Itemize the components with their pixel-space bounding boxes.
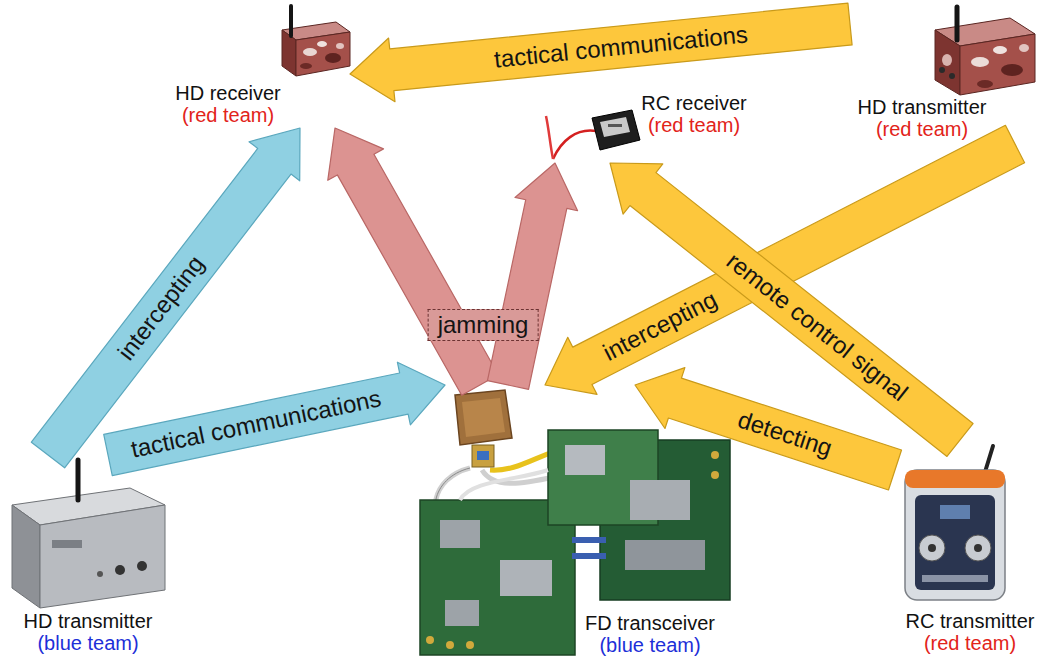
stick-top	[974, 544, 982, 552]
device-label: RC transmitter	[906, 610, 1035, 632]
chip	[445, 600, 479, 626]
connector-port	[939, 67, 945, 73]
controller-badge	[940, 505, 970, 519]
camo-spot	[1001, 64, 1023, 76]
radio-front	[296, 32, 350, 76]
camo-spot	[971, 57, 989, 67]
arrow-label: detecting	[734, 406, 835, 463]
camo-spot	[303, 48, 317, 56]
signal-arrow	[104, 362, 445, 475]
hd-radio-picture	[12, 460, 165, 608]
device-node: HD receiver(red team)	[172, 4, 350, 128]
sma-connector	[446, 641, 454, 649]
radio-side	[12, 505, 40, 608]
sticker-mark	[608, 124, 622, 127]
camo-spot	[300, 63, 312, 69]
camo-spot	[1019, 44, 1029, 52]
controller-face	[915, 495, 995, 590]
coax-cable	[460, 470, 548, 500]
team-label: (blue team)	[37, 632, 138, 654]
camo-spot	[317, 41, 327, 47]
device-label: RC receiver	[641, 92, 747, 114]
signal-arrow	[635, 368, 902, 490]
arrow-label: tactical communications	[493, 20, 749, 73]
connector-port	[97, 571, 103, 577]
receiver-body	[592, 110, 640, 150]
device-label: HD transmitter	[24, 610, 153, 632]
device-label: HD receiver	[175, 82, 281, 104]
signal-arrow	[350, 3, 852, 102]
antenna-connector	[472, 445, 494, 467]
device-node: RC transmitter(red team)	[895, 440, 1045, 656]
board-cable	[572, 553, 606, 559]
arrow-label: intercepting	[599, 285, 722, 367]
team-label: (red team)	[924, 632, 1016, 654]
antenna	[289, 6, 293, 36]
signal-arrow	[328, 128, 499, 395]
device-node: FD transceiver(blue team)	[415, 385, 735, 658]
board-cable	[572, 537, 606, 543]
camo-spot	[942, 54, 952, 66]
sma-connector	[426, 636, 434, 644]
device-node: HD transmitter(blue team)	[8, 455, 168, 656]
signal-arrow	[487, 163, 577, 389]
team-label: (blue team)	[599, 634, 700, 656]
antenna	[76, 460, 81, 500]
antenna-wire	[553, 131, 596, 159]
receiver-sticker	[600, 117, 630, 137]
front-badge	[52, 540, 82, 548]
patch-antenna-face	[462, 398, 505, 437]
control-stick	[965, 535, 991, 561]
sma-connector	[466, 641, 474, 649]
device-label: FD transceiver	[585, 612, 715, 634]
team-label: (red team)	[182, 104, 274, 126]
team-label: (red team)	[876, 118, 968, 140]
camo-spot	[993, 46, 1007, 54]
camo-spot	[336, 43, 344, 49]
chip	[625, 540, 705, 570]
chip	[500, 560, 552, 596]
antenna	[955, 7, 960, 40]
camo-spot	[325, 53, 341, 63]
sma-connector	[711, 471, 719, 479]
device-label: HD transmitter	[858, 96, 987, 118]
rc-transmitter-picture	[905, 446, 1005, 600]
fd-transceiver-picture	[420, 390, 730, 655]
camo-spot	[977, 80, 993, 88]
chip	[630, 480, 690, 520]
radio-side	[282, 30, 296, 76]
connector-port	[115, 565, 125, 575]
hd-radio-picture	[935, 7, 1035, 95]
controller-band	[905, 470, 1005, 488]
antenna-wire	[546, 116, 553, 159]
radio-front	[40, 505, 165, 608]
connector-port	[949, 73, 955, 79]
circulator	[477, 451, 489, 460]
arrow-label: intercepting	[112, 250, 210, 365]
antenna	[985, 446, 993, 472]
stick-top	[928, 544, 936, 552]
control-stick	[919, 535, 945, 561]
connector-port	[137, 561, 147, 571]
team-label: (red team)	[648, 114, 740, 136]
device-node: RC receiver(red team)	[540, 88, 752, 163]
arrow-label: remote control signal	[721, 247, 913, 407]
chip	[565, 445, 605, 475]
device-node: HD transmitter(red team)	[850, 4, 1040, 144]
radio-front	[960, 34, 1035, 95]
arrow-label: tactical communications	[128, 385, 383, 464]
patch-antenna	[455, 390, 512, 445]
chip	[440, 520, 480, 548]
rc-receiver-picture	[546, 110, 640, 159]
hd-radio-picture	[282, 6, 350, 76]
trim-bar	[922, 575, 988, 582]
sma-connector	[711, 451, 719, 459]
controller-body	[905, 470, 1005, 600]
arrow-label: jamming	[428, 309, 539, 341]
